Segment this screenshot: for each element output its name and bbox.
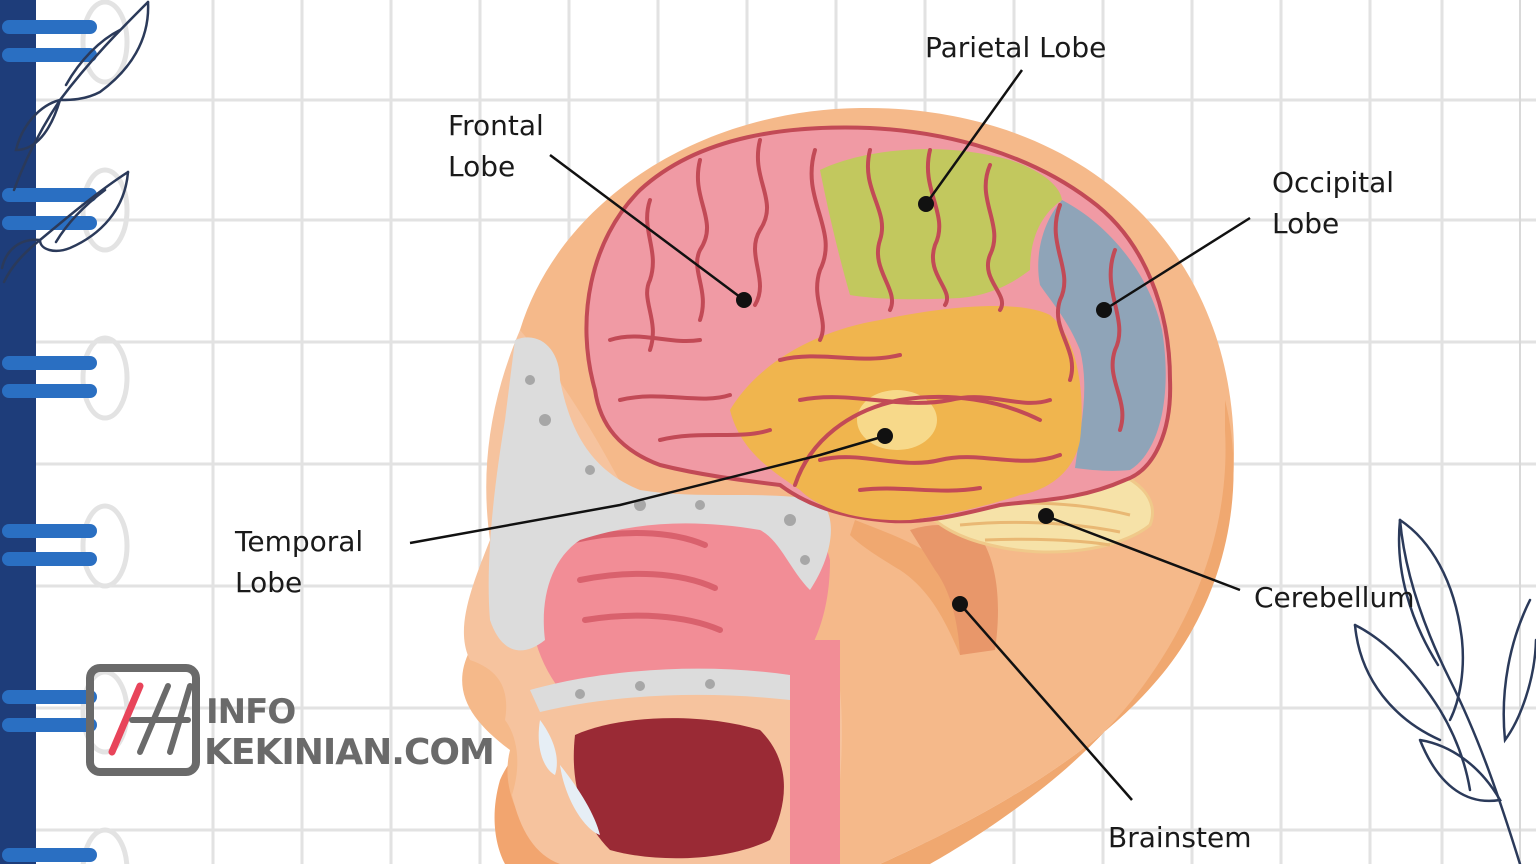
label-parietal-lobe: Parietal Lobe <box>925 31 1107 64</box>
label-frontal-lobe: Frontal Lobe <box>448 109 544 183</box>
brain-illustration <box>584 125 1173 554</box>
hard-palate <box>530 668 790 712</box>
occipital-marker <box>1096 302 1112 318</box>
leader-line-brainstem <box>959 603 1133 801</box>
label-temporal-lobe: Temporal Lobe <box>235 525 364 599</box>
brainstem-marker <box>952 596 968 612</box>
cerebellum-marker <box>1038 508 1054 524</box>
leader-lines <box>409 69 1251 801</box>
parietal-marker <box>918 196 934 212</box>
leader-line-cerebellum <box>1045 514 1241 592</box>
brainstem-shape <box>850 520 990 655</box>
nasal-cavity <box>529 496 830 690</box>
spiral-ring <box>2 335 130 421</box>
notebook-spine <box>0 0 36 864</box>
label-brainstem: Brainstem <box>1108 821 1252 854</box>
frontal-marker <box>736 292 752 308</box>
watermark-text-info: INFO <box>206 692 296 732</box>
leader-line-temporal <box>409 434 886 545</box>
oral-cavity <box>573 718 784 859</box>
spiral-ring <box>2 0 130 85</box>
watermark-text-domain: KEKINIAN.COM <box>204 732 495 773</box>
marker-dots <box>736 196 1112 612</box>
spiral-ring <box>2 503 130 589</box>
leaf-decoration-top <box>0 0 150 284</box>
pharynx <box>790 640 840 864</box>
leader-line-parietal <box>924 69 1024 205</box>
spiral-ring <box>2 827 130 868</box>
label-cerebellum: Cerebellum <box>1254 581 1415 614</box>
label-occipital-lobe: Occipital Lobe <box>1272 166 1395 240</box>
temporal-marker <box>877 428 893 444</box>
watermark-logo <box>86 664 200 776</box>
spiral-rings <box>2 0 130 868</box>
leader-line-frontal <box>549 153 745 302</box>
leaf-decoration-bottom <box>1353 518 1536 866</box>
occipital-region <box>1038 200 1166 471</box>
leader-line-occipital <box>1103 216 1251 312</box>
neck-area <box>880 400 1234 864</box>
